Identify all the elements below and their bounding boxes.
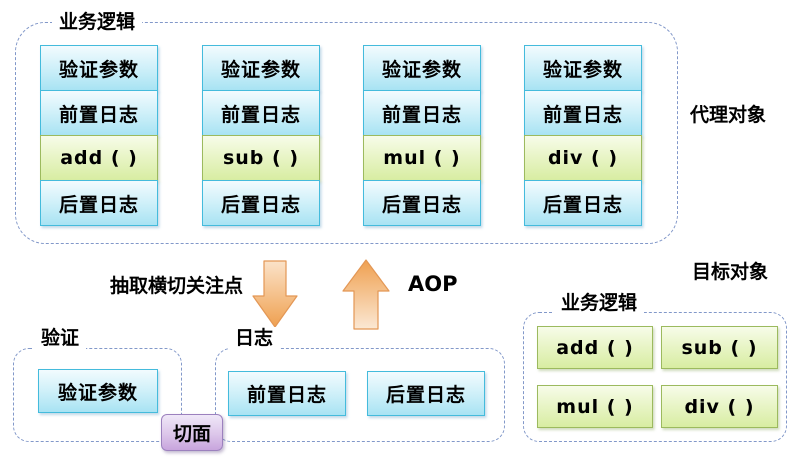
proxy-object-group-frame (15, 22, 678, 244)
target-method-box-sub: sub ( ) (661, 326, 778, 369)
post-log-box: 后置日志 (367, 371, 485, 416)
validate-params-cell: 验证参数 (202, 45, 320, 91)
pre-log-cell: 前置日志 (202, 90, 320, 136)
post-log-cell: 后置日志 (202, 180, 320, 226)
down-arrow-icon (252, 260, 298, 328)
validate-params-box: 验证参数 (38, 369, 158, 413)
aspect-badge: 切面 (161, 414, 223, 451)
target-group-frame (523, 312, 787, 442)
validate-params-cell: 验证参数 (40, 45, 158, 91)
method-cell-div: div ( ) (524, 135, 642, 181)
method-column-mul: 验证参数 前置日志 mul ( ) 后置日志 (363, 45, 481, 226)
post-log-cell: 后置日志 (363, 180, 481, 226)
up-arrow-icon (342, 259, 390, 330)
target-object-label: 目标对象 (692, 261, 769, 283)
aop-label: AOP (408, 272, 458, 296)
target-method-box-mul: mul ( ) (537, 385, 653, 428)
method-column-sub: 验证参数 前置日志 sub ( ) 后置日志 (202, 45, 320, 226)
method-cell-mul: mul ( ) (363, 135, 481, 181)
validation-group-frame (13, 348, 182, 442)
method-cell-sub: sub ( ) (202, 135, 320, 181)
logging-group-label: 日志 (228, 327, 281, 349)
extract-crosscut-label: 抽取横切关注点 (110, 275, 244, 297)
validate-params-cell: 验证参数 (363, 45, 481, 91)
proxy-object-label: 代理对象 (690, 104, 767, 126)
validation-group-label: 验证 (34, 327, 87, 349)
post-log-cell: 后置日志 (524, 180, 642, 226)
method-column-add: 验证参数 前置日志 add ( ) 后置日志 (40, 45, 158, 226)
pre-log-box: 前置日志 (228, 371, 346, 416)
target-method-box-add: add ( ) (537, 326, 653, 369)
method-column-div: 验证参数 前置日志 div ( ) 后置日志 (524, 45, 642, 226)
proxy-group-label: 业务逻辑 (52, 11, 143, 33)
pre-log-cell: 前置日志 (524, 90, 642, 136)
pre-log-cell: 前置日志 (363, 90, 481, 136)
method-cell-add: add ( ) (40, 135, 158, 181)
target-group-label: 业务逻辑 (554, 292, 645, 314)
validate-params-cell: 验证参数 (524, 45, 642, 91)
pre-log-cell: 前置日志 (40, 90, 158, 136)
target-method-box-div: div ( ) (661, 385, 778, 428)
logging-group-frame (215, 348, 505, 442)
post-log-cell: 后置日志 (40, 180, 158, 226)
